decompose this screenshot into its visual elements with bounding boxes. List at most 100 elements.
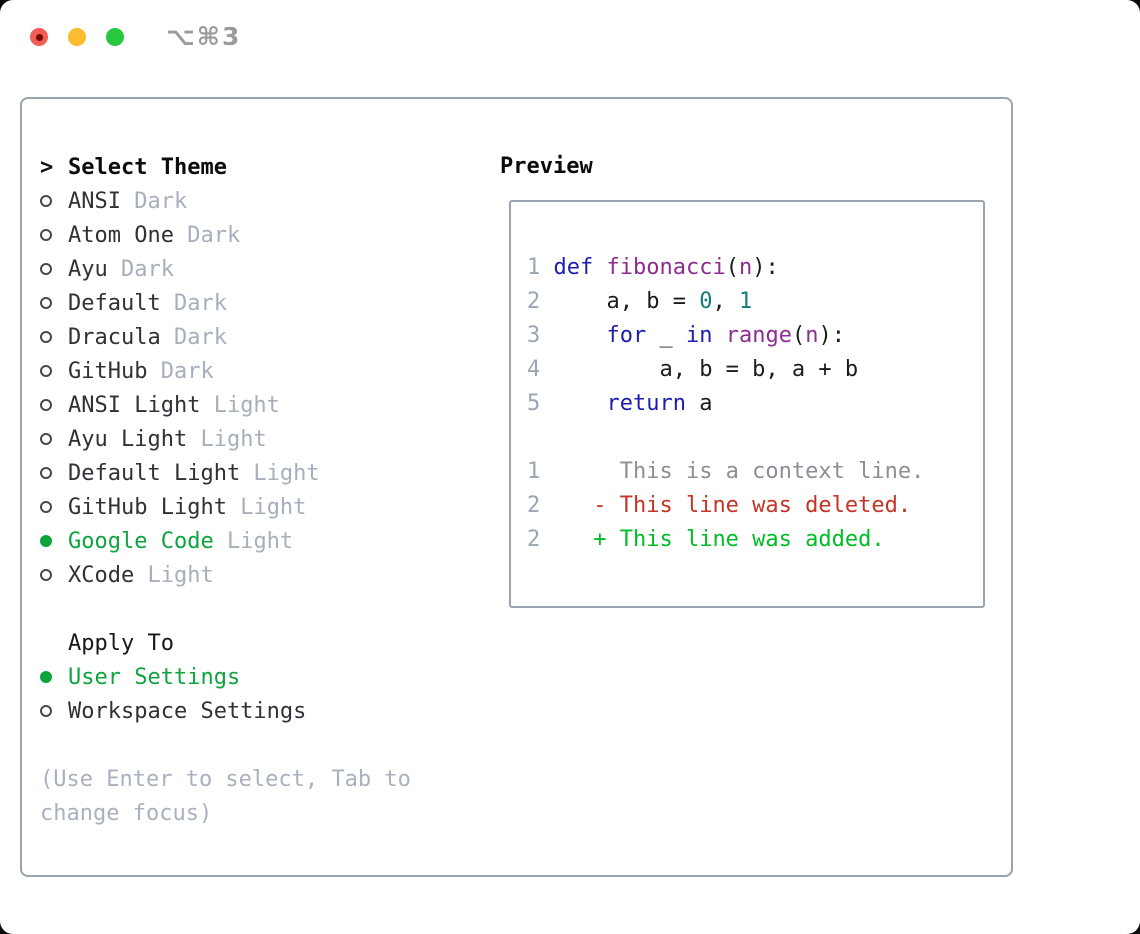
radio-icon [40, 467, 52, 479]
code-token [554, 391, 607, 416]
radio-icon [40, 501, 52, 513]
radio-icon [40, 365, 52, 377]
theme-item-atom-one[interactable]: Atom One Dark [40, 218, 411, 252]
code-token: ( [725, 255, 739, 280]
item-variant: Light [187, 426, 267, 452]
code-line [527, 421, 983, 455]
spacer [40, 592, 411, 626]
item-variant: Dark [173, 222, 241, 248]
theme-item-ayu-light[interactable]: Ayu Light Light [40, 422, 411, 456]
radio-icon [40, 297, 52, 309]
code-token [593, 255, 606, 280]
line-number: 2 [527, 527, 554, 552]
code-token [554, 323, 607, 348]
window-title-shortcut: ⌥⌘3 [166, 22, 242, 51]
item-label: Default [68, 290, 161, 316]
radio-icon [40, 399, 52, 411]
apply-option-workspace-settings[interactable]: Workspace Settings [40, 694, 411, 728]
item-label: ANSI Light [68, 392, 201, 418]
code-line: 1 This is a context line. [527, 455, 983, 489]
code-token: _ [646, 323, 686, 348]
item-variant: Light [226, 494, 307, 520]
theme-item-ayu[interactable]: Ayu Dark [40, 252, 411, 286]
item-label: GitHub Light [68, 494, 227, 520]
theme-item-ansi-light[interactable]: ANSI Light Light [40, 388, 411, 422]
code-token: return [606, 391, 686, 416]
item-label: XCode [68, 562, 135, 588]
radio-icon [40, 705, 52, 717]
line-number: 2 [527, 289, 554, 314]
theme-item-google-code[interactable]: Google Code Light [40, 524, 411, 558]
code-token: def [553, 255, 594, 280]
theme-item-ansi[interactable]: ANSI Dark [40, 184, 411, 218]
unsaved-indicator-dot [35, 33, 43, 41]
item-label: GitHub [68, 358, 148, 384]
theme-item-dracula[interactable]: Dracula Dark [40, 320, 411, 354]
selected-radio-icon [40, 535, 52, 547]
apply-to-label: Apply To [68, 630, 174, 656]
radio-icon [40, 195, 52, 207]
theme-item-github-light[interactable]: GitHub Light Light [40, 490, 411, 524]
line-number: 1 [527, 255, 554, 280]
code-line: 4 a, b = b, a + b [527, 353, 983, 387]
item-label: ANSI [68, 188, 121, 214]
radio-icon [40, 229, 52, 241]
code-token: ): [752, 255, 779, 280]
code-token: a, b = [553, 289, 700, 314]
theme-item-github[interactable]: GitHub Dark [40, 354, 411, 388]
code-token: a [685, 391, 713, 416]
line-number: 4 [527, 357, 554, 382]
code-token: 1 [738, 289, 753, 314]
zoom-button[interactable] [106, 28, 124, 46]
close-button[interactable] [30, 28, 48, 46]
radio-icon [40, 569, 52, 581]
code-token: ( [791, 323, 806, 348]
item-variant: Light [213, 528, 294, 554]
code-line: 1 def fibonacci(n): [527, 251, 983, 285]
line-number: 1 [527, 459, 554, 484]
selected-radio-icon [40, 671, 52, 683]
item-variant: Dark [160, 324, 227, 350]
item-label: Workspace Settings [68, 698, 307, 724]
item-variant: Light [134, 562, 214, 588]
item-label: User Settings [68, 664, 241, 690]
code-token [712, 323, 725, 348]
code-token: fibonacci [606, 255, 726, 280]
hint-line-1: (Use Enter to select, Tab to [40, 766, 411, 792]
minimize-button[interactable] [68, 28, 86, 46]
hint-line-2: change focus) [40, 800, 213, 826]
code-token: range [725, 323, 792, 348]
radio-icon [40, 263, 52, 275]
theme-item-default[interactable]: Default Dark [40, 286, 411, 320]
item-variant: Dark [147, 358, 214, 384]
code-token: ): [818, 323, 845, 348]
cursor-icon: > [40, 154, 54, 180]
preview-heading: Preview [500, 154, 593, 179]
radio-icon [40, 331, 52, 343]
apply-to-header-row: Apply To [40, 626, 411, 660]
item-label: Default Light [68, 460, 241, 486]
theme-item-default-light[interactable]: Default Light Light [40, 456, 411, 490]
code-token: This is a context line. [553, 459, 925, 484]
code-line: 2 - This line was deleted. [527, 489, 983, 523]
code-token: for [606, 323, 647, 348]
item-variant: Dark [120, 188, 188, 214]
apply-option-user-settings[interactable]: User Settings [40, 660, 411, 694]
code-token: n [738, 255, 753, 280]
spacer [40, 728, 411, 762]
code-token: a, b = b, a + b [553, 357, 859, 382]
radio-icon [40, 433, 52, 445]
select-theme-header: Select Theme [68, 154, 227, 180]
line-number: 3 [527, 323, 554, 348]
item-variant: Dark [160, 290, 227, 316]
item-label: Google Code [68, 528, 214, 554]
theme-item-xcode[interactable]: XCode Light [40, 558, 411, 592]
code-token: in [685, 323, 713, 348]
code-line: 2 a, b = 0, 1 [527, 285, 983, 319]
